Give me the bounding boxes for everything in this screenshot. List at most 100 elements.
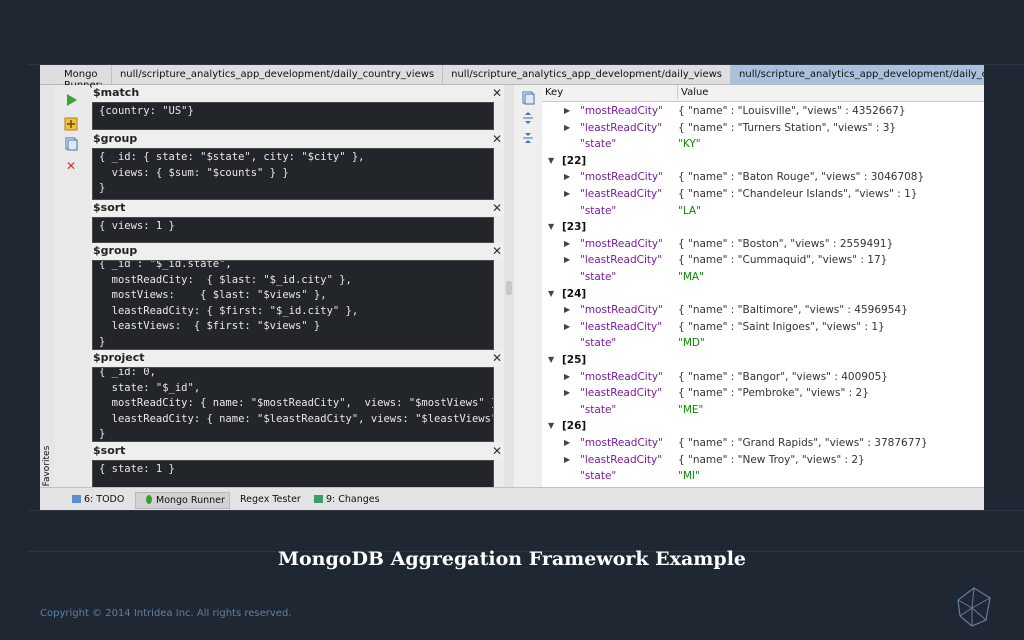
mongo-runner-tool-button[interactable]: Mongo Runner (135, 492, 230, 509)
value-column-header: Value (677, 85, 708, 99)
top-divider (28, 64, 1024, 65)
close-stage-icon[interactable]: ✕ (491, 86, 502, 100)
expand-arrow-icon[interactable]: ▶ (564, 321, 571, 331)
expand-arrow-icon[interactable]: ▶ (564, 122, 571, 132)
tree-index: [24] (562, 287, 587, 300)
tree-key: "state" (580, 403, 617, 416)
collapse-arrow-icon[interactable]: ▼ (548, 155, 555, 165)
status-bar: 6: TODO Mongo Runner Regex Tester 9: Cha… (40, 487, 984, 510)
tree-value: "MA" (678, 271, 704, 283)
todo-tool-button[interactable]: 6: TODO (68, 492, 128, 507)
stage-code-editor[interactable]: { _id : "$_id.state", mostReadCity: { $l… (92, 260, 494, 350)
changes-tool-button[interactable]: 9: Changes (310, 492, 384, 507)
tree-value: { "name" : "Turners Station", "views" : … (678, 121, 897, 134)
intridea-logo-icon (957, 587, 991, 627)
tree-document-row[interactable]: ▼[22] (542, 153, 984, 169)
copy-stage-icon[interactable] (64, 137, 78, 151)
tree-key: "leastReadCity" (580, 387, 663, 400)
stage-code-editor[interactable]: { _id: { state: "$state", city: "$city" … (92, 148, 494, 200)
expand-arrow-icon[interactable]: ▶ (564, 172, 571, 182)
tab-daily-city-views[interactable]: null/scripture_analytics_app_development… (731, 65, 984, 84)
tab-daily-country-views[interactable]: null/scripture_analytics_app_development… (112, 65, 444, 84)
expand-arrow-icon[interactable]: ▶ (564, 238, 571, 248)
regex-tester-tool-button[interactable]: Regex Tester (236, 492, 305, 507)
regex-tester-label: Regex Tester (240, 494, 301, 505)
tree-document-row[interactable]: ▼[26] (542, 418, 984, 434)
expand-arrow-icon[interactable]: ▶ (564, 371, 571, 381)
tab-daily-views[interactable]: null/scripture_analytics_app_development… (443, 65, 732, 84)
close-stage-icon[interactable]: ✕ (491, 351, 502, 365)
tree-value: { "name" : "Louisville", "views" : 43526… (678, 105, 906, 117)
tree-field-row[interactable]: "state""MA" (542, 269, 984, 285)
expand-arrow-icon[interactable]: ▶ (564, 255, 571, 265)
close-stage-icon[interactable]: ✕ (491, 201, 502, 215)
tree-field-row[interactable]: "state""LA" (542, 203, 984, 219)
stage-code-editor[interactable]: {country: "US"} (92, 102, 494, 130)
tree-field-row[interactable]: "state" "ME" (542, 402, 984, 418)
expand-arrow-icon[interactable]: ▶ (564, 106, 571, 115)
remove-stage-icon[interactable]: ✕ (65, 159, 77, 173)
collapse-arrow-icon[interactable]: ▼ (548, 222, 555, 232)
stage-code: {country: "US"} (99, 105, 194, 117)
stage-code: { state: 1 } (99, 463, 175, 475)
tree-key: "leastReadCity" (580, 453, 663, 466)
expand-arrow-icon[interactable]: ▶ (564, 454, 571, 464)
favorites-sidebar: 2: Favorites ★ (40, 85, 55, 498)
close-stage-icon[interactable]: ✕ (491, 444, 502, 458)
stage-name: $sort (93, 201, 126, 214)
copy-result-icon[interactable] (521, 91, 535, 105)
editor-tab-bar: Mongo Runner: null/scripture_analytics_a… (40, 65, 984, 91)
tree-field-row[interactable]: ▶"mostReadCity"{ "name" : "Grand Rapids"… (542, 435, 984, 451)
tree-field-row[interactable]: "state""KY" (542, 136, 984, 152)
tree-field-row[interactable]: ▶"leastReadCity"{ "name" : "Turners Stat… (542, 120, 984, 136)
expand-arrow-icon[interactable]: ▶ (564, 189, 571, 198)
tree-field-row[interactable]: ▶"leastReadCity"{ "name" : "Cummaquid", … (542, 252, 984, 268)
collapse-all-icon[interactable] (521, 131, 535, 145)
stage-match: $match✕ {country: "US"} (92, 85, 504, 132)
expand-arrow-icon[interactable]: ▶ (564, 438, 571, 447)
tree-field-row[interactable]: ▶"mostReadCity"{ "name" : "Louisville", … (542, 103, 984, 119)
expand-arrow-icon[interactable]: ▶ (564, 388, 571, 398)
add-stage-icon[interactable] (64, 117, 78, 131)
close-stage-icon[interactable]: ✕ (491, 132, 502, 146)
runner-toolbar: ✕ (54, 85, 90, 487)
tree-field-row[interactable]: "state""MI" (542, 468, 984, 484)
collapse-arrow-icon[interactable]: ▼ (548, 355, 555, 364)
tree-field-row[interactable]: ▶"mostReadCity"{ "name" : "Bangor", "vie… (542, 369, 984, 385)
stage-name: $sort (93, 444, 126, 457)
tree-field-row[interactable]: ▶"leastReadCity"{ "name" : "Chandeleur I… (542, 186, 984, 202)
tree-value: { "name" : "Pembroke", "views" : 2} (678, 387, 869, 400)
close-stage-icon[interactable]: ✕ (491, 244, 502, 258)
tree-document-row[interactable]: ▼[23] (542, 219, 984, 235)
tree-value: { "name" : "Bangor", "views" : 400905} (678, 370, 888, 383)
scrollbar-thumb[interactable] (506, 281, 512, 295)
collapse-arrow-icon[interactable]: ▼ (548, 421, 555, 431)
collapse-arrow-icon[interactable]: ▼ (548, 288, 555, 298)
tree-document-row[interactable]: ▼[25] (542, 352, 984, 368)
tree-field-row[interactable]: ▶"leastReadCity"{ "name" : "Saint Inigoe… (542, 319, 984, 335)
changes-icon (314, 495, 323, 503)
expand-all-icon[interactable] (521, 111, 535, 125)
leaf-icon (146, 495, 152, 504)
key-column-header: Key (545, 87, 564, 98)
stage-name: $project (93, 351, 145, 364)
tree-field-row[interactable]: ▶"mostReadCity"{ "name" : "Baltimore", "… (542, 302, 984, 318)
tree-field-row[interactable]: ▶ "leastReadCity" { "name" : "Pembroke", "… (542, 385, 984, 401)
stage-code: { views: 1 } (99, 220, 175, 232)
expand-arrow-icon[interactable]: ▶ (564, 305, 571, 315)
tree-field-row[interactable]: "state""MD" (542, 335, 984, 351)
tree-field-row[interactable]: ▶"mostReadCity"{ "name" : "Boston", "vie… (542, 236, 984, 252)
stages-scrollbar[interactable] (504, 85, 514, 487)
tree-document-row[interactable]: ▼ [24] (542, 286, 984, 302)
run-icon[interactable] (64, 93, 78, 107)
tree-field-row[interactable]: ▶"mostReadCity"{ "name" : "Baton Rouge",… (542, 169, 984, 185)
stage-code-editor[interactable]: { _id: 0, state: "$_id", mostReadCity: {… (92, 367, 494, 442)
tree-field-row[interactable]: ▶"leastReadCity"{ "name" : "New Troy", "… (542, 452, 984, 468)
stage-name: $group (93, 132, 138, 145)
copyright-text: Copyright © 2014 Intridea Inc. All right… (40, 608, 292, 619)
tree-value: "MI" (678, 470, 700, 483)
stage-code-editor[interactable]: { views: 1 } (92, 217, 494, 243)
mongo-runner-label: Mongo Runner: (40, 65, 112, 91)
stage-code-editor[interactable]: { state: 1 } (92, 460, 494, 488)
tree-value: "ME" (678, 403, 704, 416)
